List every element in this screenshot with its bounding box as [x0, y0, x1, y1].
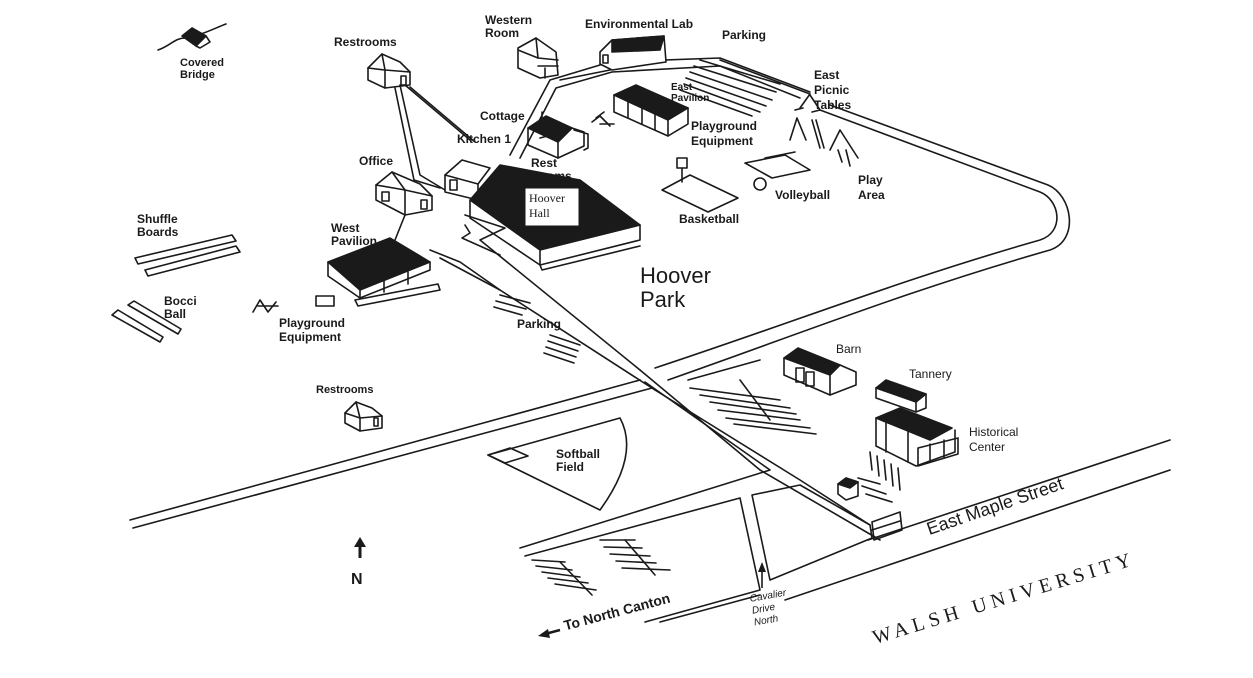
label-volleyball: Volleyball [775, 188, 831, 202]
restrooms-north-building [367, 53, 411, 89]
label-office: Office [359, 154, 394, 168]
small-shed-building [837, 477, 859, 501]
west-playground-equipment [252, 295, 335, 313]
basketball-court [661, 157, 739, 213]
cavalier-arrow-icon [758, 562, 766, 588]
label-parking-north: Parking [722, 28, 767, 42]
historical-center-building [875, 407, 959, 467]
bocci-court [111, 300, 182, 343]
east-pavilion-building [613, 84, 689, 137]
north-arrow-icon [354, 537, 366, 558]
covered-bridge [157, 23, 227, 51]
west-road [129, 379, 653, 529]
play-area-equipment [789, 107, 859, 167]
label-tannery: Tannery [909, 367, 952, 381]
tannery-building [875, 379, 927, 413]
west-pavilion-building [327, 237, 441, 307]
label-environmental-lab: Environmental Lab [585, 17, 694, 31]
barn-building [783, 347, 857, 396]
label-basketball: Basketball [679, 212, 740, 226]
south-block-right [751, 484, 873, 581]
volleyball-court [744, 151, 811, 191]
parking-east-stripes [687, 359, 817, 435]
shuffle-boards [134, 234, 241, 277]
label-cottage: Cottage [480, 109, 525, 123]
label-restrooms-north: Restrooms [334, 35, 397, 49]
parking-west-stripes [493, 294, 581, 364]
western-room-building [517, 37, 559, 79]
gatehouse [871, 511, 903, 541]
label-restrooms-south: Restrooms [316, 384, 374, 396]
label-parking-west: Parking [517, 317, 562, 331]
restrooms-south-building [344, 401, 383, 432]
cottage-playground-equipment [591, 111, 615, 127]
label-barn: Barn [836, 342, 862, 356]
cottage-building [527, 111, 589, 159]
environmental-lab-building [599, 35, 667, 71]
label-kitchen: Kitchen 1 [457, 132, 512, 146]
loop-road [654, 94, 1071, 381]
office-building [375, 171, 433, 216]
west-arrow-icon [538, 628, 561, 638]
softball-diamond [487, 417, 628, 511]
compass-label: N [351, 571, 363, 588]
parking-north-stripes [679, 59, 811, 117]
hoover-hall-building [469, 164, 641, 271]
historical-parking-stripes [857, 451, 901, 503]
east-maple-street-road [659, 439, 1171, 623]
softball-block [519, 381, 771, 623]
parking-south-stripes [531, 539, 671, 596]
